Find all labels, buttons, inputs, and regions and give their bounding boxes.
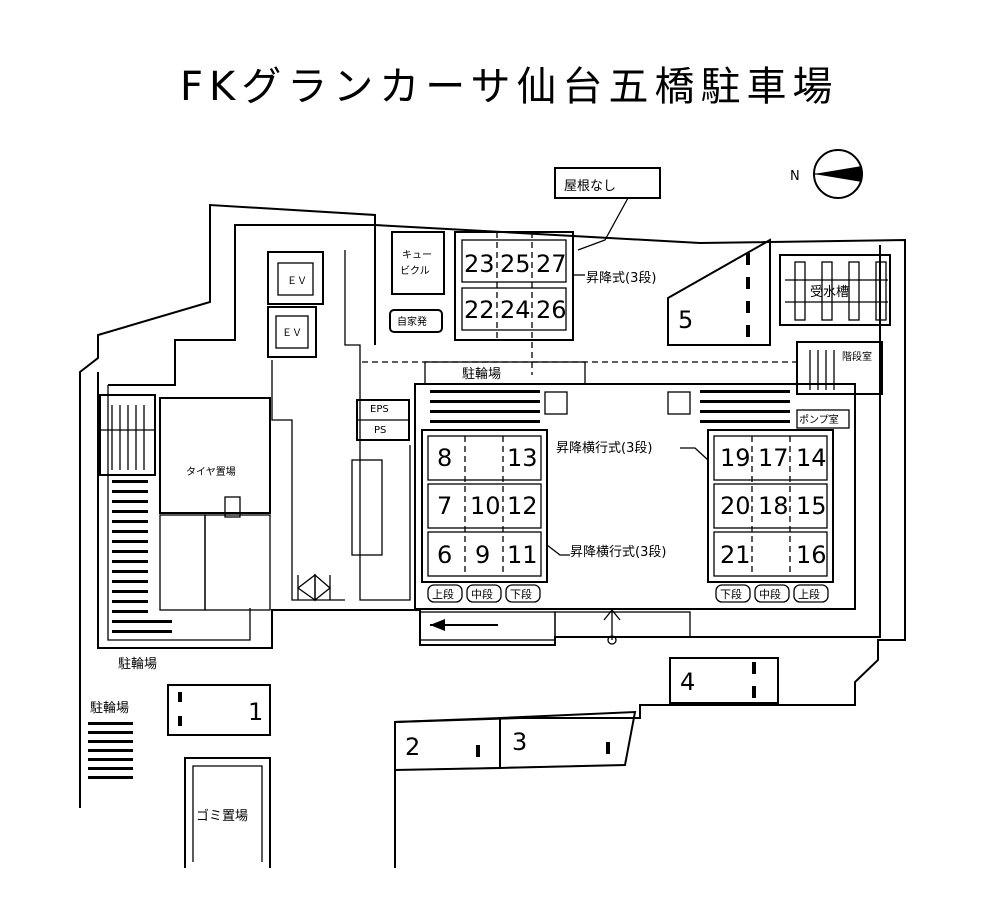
pump-room-label: ポンプ室 [799,413,839,426]
top-lift-unit [454,231,574,341]
space-3-number: 3 [512,728,527,756]
left-lift-unit [421,429,548,583]
svg-text:中段: 中段 [759,587,781,601]
bicycle-rack-hatch [430,390,790,423]
lift-slide-label-left: 昇降横行式(3段) [570,545,666,560]
entrance-arrow-icon [430,619,445,631]
right-lift-unit [707,429,834,583]
space-2-number: 2 [405,733,420,761]
stair-room-label: 階段室 [842,350,872,363]
space-23: 23 [464,250,495,278]
no-roof-callout [554,167,661,199]
lift-slide-label-right: 昇降横行式(3段) [556,441,652,456]
space-1-number: 1 [248,698,263,726]
level-upper-left [427,584,463,603]
bicycle-label-bottom: 駐輪場 [90,700,129,716]
space-8: 8 [437,444,452,472]
level-middle-left [466,584,502,603]
cubicle-label-2: ビクル [400,265,430,277]
no-roof-label: 屋根なし [564,179,616,194]
toilet-icon [224,496,241,518]
corridor-room [204,514,271,611]
svg-text:下段: 下段 [720,587,742,601]
svg-text:中段: 中段 [471,587,493,601]
double-door-icon [296,573,332,602]
space-20: 20 [720,492,751,520]
space-22: 22 [464,296,495,324]
svg-text:上段: 上段 [798,587,820,601]
space-12: 12 [507,492,538,520]
space-14: 14 [796,444,827,472]
north-compass-icon: N [790,149,863,199]
space-21: 21 [720,541,751,569]
ps-label: PS [374,425,386,436]
bicycle-area-left [112,480,172,633]
space-5-number: 5 [678,306,693,334]
space-16: 16 [796,541,827,569]
level-lower-left [505,584,541,603]
ev-shaft-1 [267,251,324,305]
space-4-number: 4 [680,668,695,696]
left-stair [99,394,156,476]
storage-room [159,514,206,611]
space-10: 10 [470,492,501,520]
space-11: 11 [507,541,538,569]
column-2 [667,391,691,415]
space-9: 9 [475,541,490,569]
bicycle-area-top [424,361,586,385]
water-tank [779,254,891,326]
tire-storage-room [159,397,271,514]
tire-storage-label: タイヤ置場 [186,465,236,478]
space-15: 15 [796,492,827,520]
bicycle-rack-bottom [88,722,133,779]
ev-shaft-2 [267,306,317,358]
water-tank-label: 受水槽 [810,285,849,300]
space-19: 19 [720,444,751,472]
space-25: 25 [500,250,531,278]
space-4 [669,657,779,704]
pump-room [796,409,850,429]
space-26: 26 [536,296,567,324]
space-1 [167,684,271,736]
cubicle-label-1: キュー [402,250,432,261]
stair-room [796,341,883,395]
generator-label: 自家発 [397,315,427,328]
inner-corridor-wall [107,385,251,641]
space-7: 7 [437,492,452,520]
site-boundary [79,203,906,868]
space-17: 17 [758,444,789,472]
svg-text:下段: 下段 [510,587,532,601]
pipe-shaft [351,459,383,556]
space-6: 6 [437,541,452,569]
level-lower-right [715,584,751,603]
bicycle-label-left: 駐輪場 [118,656,157,672]
level-middle-right [754,584,790,603]
garbage-room [184,757,271,868]
ev-label-1: ＥＶ [287,276,307,287]
column-1 [544,391,568,415]
generator-room [389,309,443,333]
space-5 [667,238,771,346]
up-arrow-icon [603,608,621,621]
lift-3-label: 昇降式(3段) [586,271,656,286]
bicycle-label-top: 駐輪場 [462,366,501,382]
garbage-label: ゴミ置場 [196,808,248,824]
level-upper-right [793,584,829,603]
cubicle-room [391,231,445,295]
ev-label-2: ＥＶ [282,328,302,339]
svg-text:上段: 上段 [432,587,454,601]
space-24: 24 [500,296,531,324]
page-title: FKグランカーサ仙台五橋駐車場 [180,64,838,110]
central-corridor [271,250,411,601]
space-27: 27 [536,250,567,278]
space-13: 13 [507,444,538,472]
space-18: 18 [758,492,789,520]
north-label: N [790,169,800,184]
eps-label: EPS [370,404,389,415]
building-upper-wall [108,224,376,386]
